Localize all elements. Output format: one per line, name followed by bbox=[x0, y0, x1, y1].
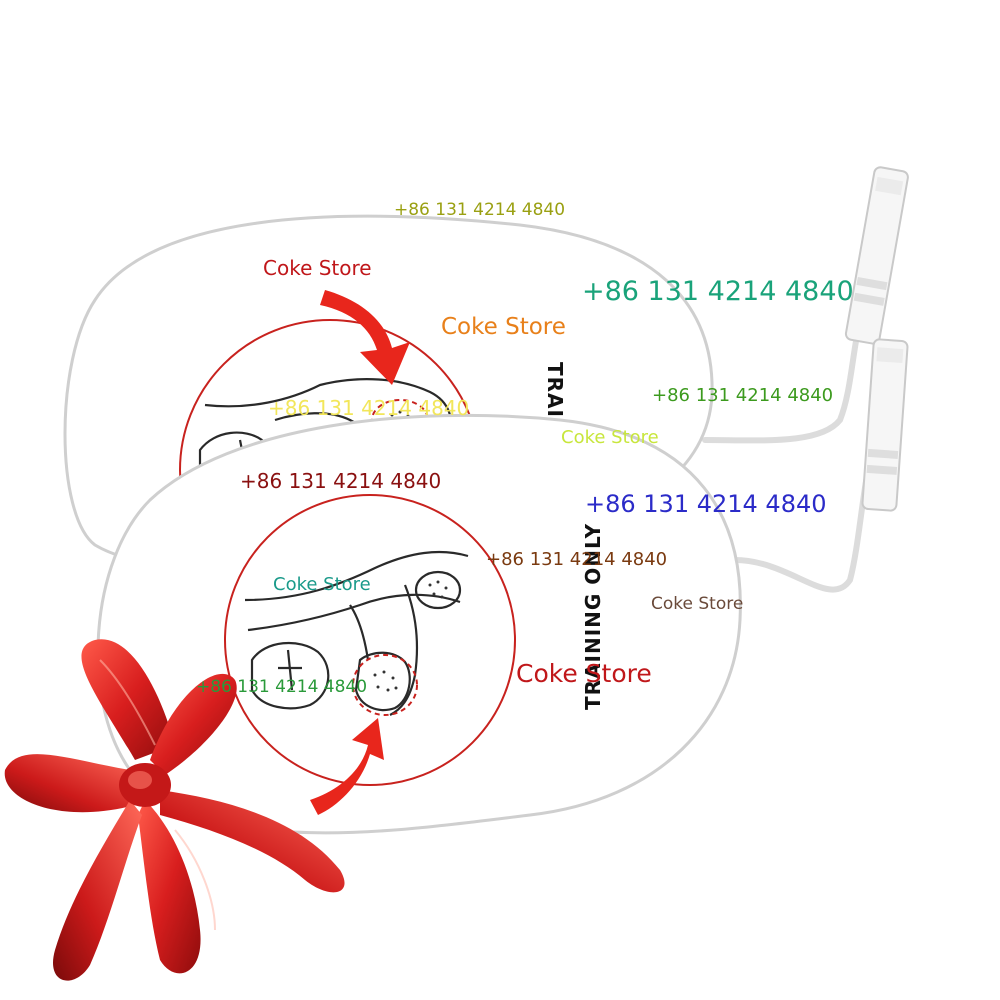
watermark-phone: +86 131 4214 4840 bbox=[582, 276, 854, 307]
front-placement-circle bbox=[224, 494, 516, 786]
front-pad-label: TRAINING ONLY bbox=[581, 523, 605, 710]
front-body-outline bbox=[244, 550, 469, 716]
watermark-phone: +86 131 4214 4840 bbox=[240, 469, 442, 493]
arrow-icon bbox=[310, 718, 384, 815]
front-pad-connector bbox=[861, 338, 909, 512]
front-electrode-dots bbox=[373, 580, 448, 692]
watermark-store: Coke Store bbox=[273, 574, 371, 595]
watermark-phone: +86 131 4214 4840 bbox=[196, 677, 368, 697]
watermark-store: Coke Store bbox=[441, 314, 566, 340]
watermark-phone: +86 131 4214 4840 bbox=[394, 200, 566, 220]
back-pad-connector bbox=[844, 166, 909, 345]
gift-bow-icon bbox=[4, 639, 345, 981]
watermark-phone: +86 131 4214 4840 bbox=[585, 490, 827, 518]
watermark-phone: +86 131 4214 4840 bbox=[486, 549, 668, 570]
watermark-store: Coke Store bbox=[651, 594, 744, 614]
watermark-store: Coke Store bbox=[561, 427, 659, 448]
watermark-phone: +86 131 4214 4840 bbox=[268, 396, 470, 420]
watermark-store: Coke Store bbox=[263, 256, 372, 280]
watermark-phone: +86 131 4214 4840 bbox=[652, 385, 834, 406]
front-pad-wire bbox=[732, 467, 871, 593]
watermark-store: Coke Store bbox=[516, 659, 652, 688]
back-pad-wire bbox=[702, 327, 861, 444]
arrow-icon bbox=[320, 290, 410, 385]
front-training-pad: TRAINING ONLY bbox=[96, 413, 742, 835]
front-electrode-target bbox=[352, 654, 418, 716]
